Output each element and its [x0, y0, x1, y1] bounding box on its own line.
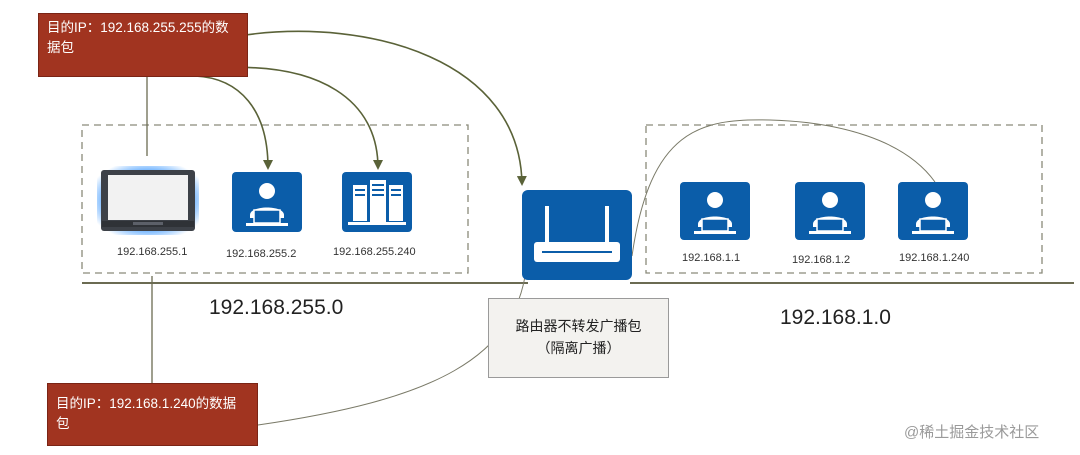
host-ip-label: 192.168.1.2	[792, 254, 851, 266]
top-packet-callout: 目的IP：192.168.255.255的数据包	[38, 13, 248, 77]
router-note-line2: （隔离广播）	[536, 340, 621, 356]
user-workstation-icon	[680, 182, 750, 240]
left-network-box	[81, 124, 469, 274]
laptop-icon	[97, 166, 199, 235]
host-ip-label: 192.168.1.1	[682, 252, 741, 264]
right-network-label: 192.168.1.0	[780, 306, 891, 329]
broadcast-arrow-to-host2	[194, 75, 273, 170]
user-workstation-icon	[232, 172, 302, 232]
broadcast-arrow-to-server	[217, 66, 383, 170]
router-note: 路由器不转发广播包 （隔离广播）	[488, 298, 669, 378]
host-ip-label: 192.168.255.240	[333, 246, 416, 258]
broadcast-arrow-to-router	[244, 30, 527, 186]
unicast-path-right	[631, 119, 936, 257]
bottom-packet-callout: 目的IP：192.168.1.240的数据包	[47, 383, 258, 446]
router-icon	[522, 190, 632, 280]
user-workstation-icon	[898, 182, 968, 240]
server-icon	[342, 172, 412, 232]
unicast-path	[257, 259, 528, 426]
host-ip-label: 192.168.255.1	[117, 246, 188, 258]
right-network-box	[645, 124, 1043, 274]
router-note-line1: 路由器不转发广播包	[515, 318, 642, 334]
watermark: @稀土掘金技术社区	[904, 424, 1040, 441]
user-workstation-icon	[795, 182, 865, 240]
left-network-label: 192.168.255.0	[209, 296, 344, 319]
host-ip-label: 192.168.1.240	[899, 252, 970, 264]
host-ip-label: 192.168.255.2	[226, 248, 297, 260]
